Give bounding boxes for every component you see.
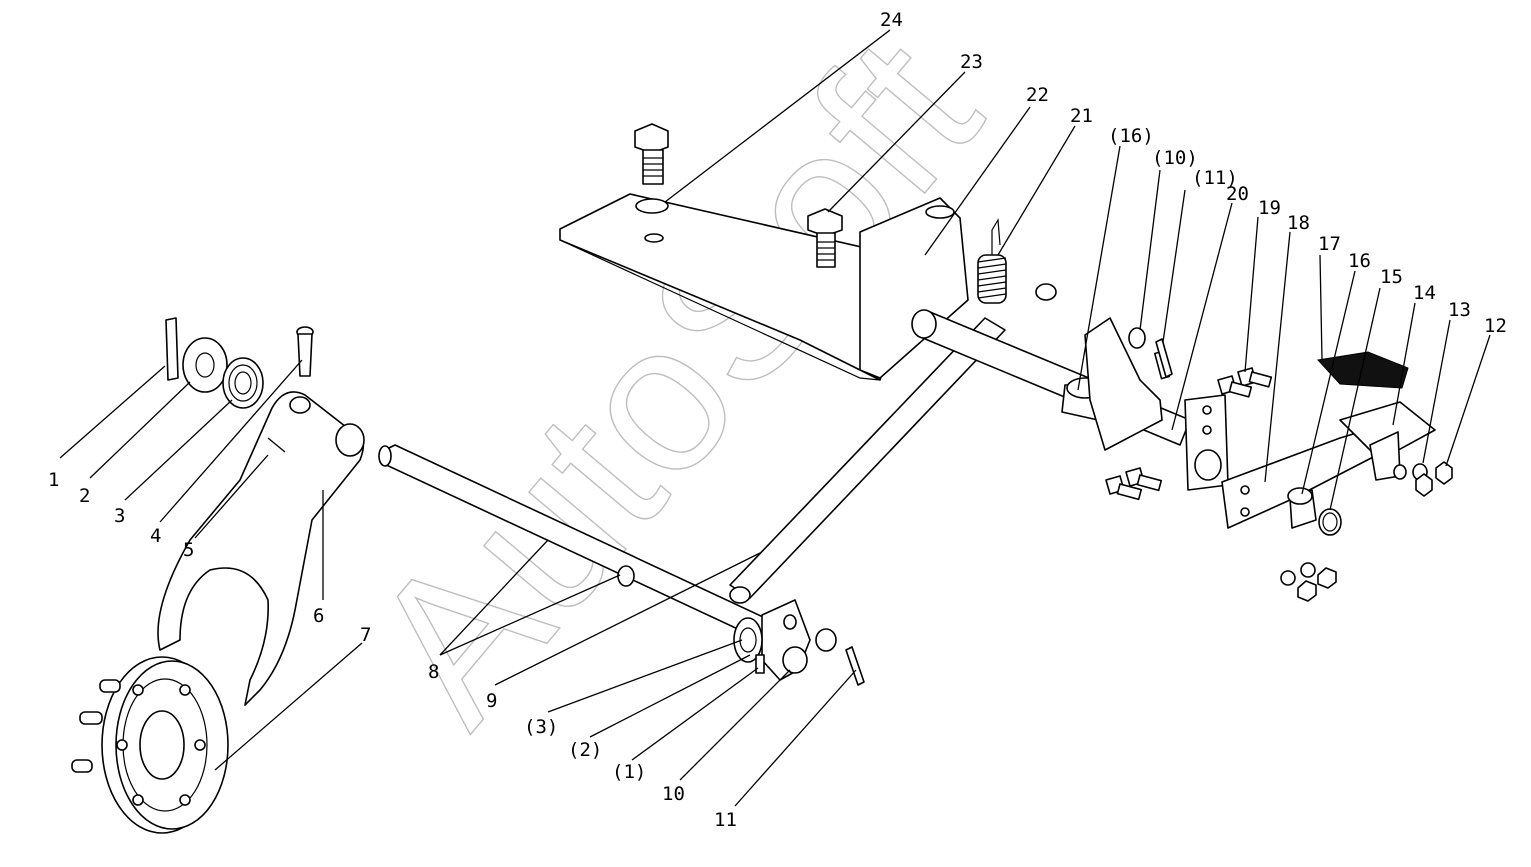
callout-20: 20 — [1226, 183, 1249, 205]
callout-15: 15 — [1380, 266, 1403, 288]
callout-4: 4 — [150, 525, 161, 547]
part-17-pedal-rubber — [1317, 351, 1409, 389]
part-3-bearing — [222, 357, 264, 409]
callout-3b: (3) — [524, 716, 558, 738]
part-7-release-hub — [71, 656, 229, 834]
callout-10: 10 — [662, 783, 685, 805]
part-9-rod — [729, 317, 1006, 604]
part-14-pedal-pad — [1339, 401, 1436, 481]
callout-13: 13 — [1448, 299, 1471, 321]
part-12-nut — [1415, 461, 1453, 497]
callout-16: 16 — [1348, 250, 1371, 272]
callout-1: 1 — [48, 469, 59, 491]
watermark-text: AutoSoft — [324, 0, 1022, 764]
callout-11: 11 — [714, 809, 737, 831]
callout-6: 6 — [313, 605, 324, 627]
callout-5: 5 — [183, 539, 194, 561]
part-3-bearing-ring — [733, 617, 763, 663]
part-11b-pin — [1155, 338, 1173, 378]
part-19-bolts — [1105, 367, 1273, 501]
part-6-release-fork — [157, 391, 365, 706]
loose-hardware — [1280, 562, 1337, 602]
callout-14: 14 — [1413, 282, 1436, 304]
callout-16b: (16) — [1108, 125, 1154, 147]
part-15-circlip — [1318, 508, 1342, 536]
callout-23: 23 — [960, 51, 983, 73]
callout-24: 24 — [880, 9, 903, 31]
part-22-bracket — [859, 197, 969, 379]
part-11-pin — [845, 646, 865, 686]
callout-19: 19 — [1258, 197, 1281, 219]
callout-17: 17 — [1318, 233, 1341, 255]
callout-2b: (2) — [568, 739, 602, 761]
callout-8: 8 — [428, 661, 439, 683]
callout-10b: (10) — [1152, 147, 1198, 169]
leader-lines — [59, 29, 1491, 807]
part-1-split-pin — [165, 317, 179, 381]
callout-22: 22 — [1026, 84, 1049, 106]
part-1-pin — [755, 654, 765, 674]
callout-18: 18 — [1287, 212, 1310, 234]
callout-labels: 1 2 3 4 5 6 7 8 9 (3) (2) (1) 10 11 12 1… — [48, 9, 1507, 831]
part-10-lever — [761, 599, 837, 681]
callout-1b: (1) — [612, 761, 646, 783]
callout-7: 7 — [360, 624, 371, 646]
part-20-plate — [1184, 394, 1229, 491]
callout-11b: (11) — [1192, 167, 1238, 189]
callout-21: 21 — [1070, 105, 1093, 127]
part-21-spring — [977, 218, 1057, 304]
part-16-bushing-right — [1287, 487, 1317, 529]
callout-12: 12 — [1484, 315, 1507, 337]
part-24-bolt — [634, 123, 669, 185]
part-23-bolt — [807, 208, 843, 268]
callout-3: 3 — [114, 505, 125, 527]
part-4-clevis-pin — [296, 326, 314, 377]
callout-9: 9 — [486, 690, 497, 712]
callout-2: 2 — [79, 485, 90, 507]
part-2-washer — [182, 337, 228, 393]
